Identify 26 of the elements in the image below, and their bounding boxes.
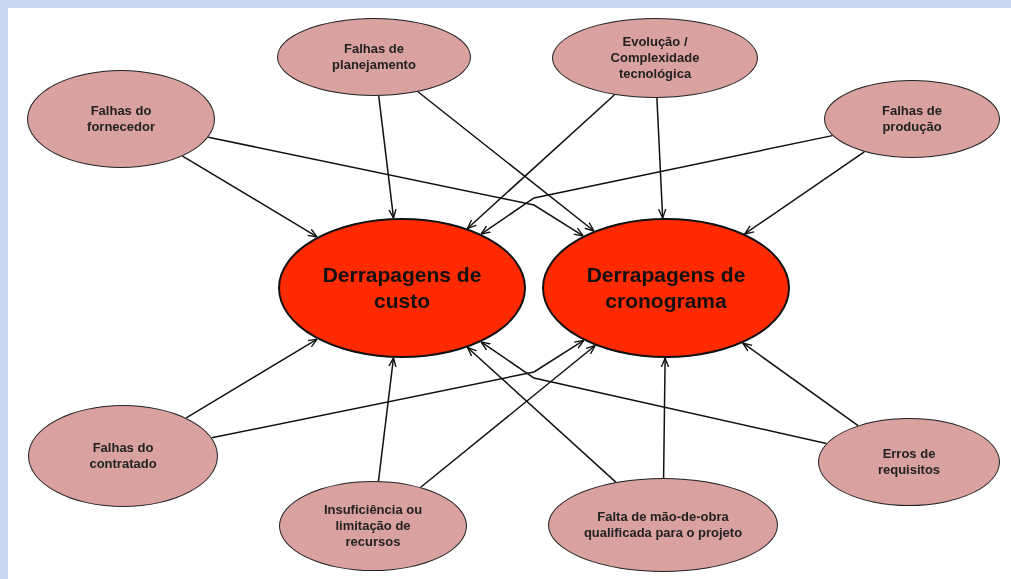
arrow [480, 341, 828, 445]
arrow [742, 342, 859, 427]
arrow [377, 95, 397, 219]
ellipse-label: Falta de mão-de-obra qualificada para o projeto [583, 508, 743, 542]
arrow [420, 344, 596, 488]
ellipse-label: Derrapagens de custo [321, 261, 483, 314]
arrow [743, 151, 866, 235]
arrow [211, 339, 585, 439]
arrow [207, 136, 584, 237]
ellipse-label: Falhas do fornecedor [86, 102, 156, 136]
arrow [185, 338, 318, 419]
ellipse-label: Derrapagens de cronograma [585, 261, 747, 314]
arrow [656, 97, 667, 219]
arrow [466, 346, 617, 483]
arrow [377, 357, 397, 482]
ellipse-label: Falhas de produção [881, 102, 943, 136]
ellipse-label: Falhas de planejamento [331, 40, 417, 74]
ellipse-label: Erros de requisitos [876, 445, 942, 479]
arrow [417, 91, 595, 232]
arrow [181, 155, 318, 238]
arrow [466, 94, 616, 230]
ellipse-label: Evolução / Complexidade tecnológica [609, 33, 701, 83]
ellipse-label: Insuficiência ou limitação de recursos [322, 501, 424, 551]
arrow [480, 134, 834, 235]
arrow [660, 357, 670, 479]
ellipse-label: Falhas do contratado [88, 439, 158, 473]
